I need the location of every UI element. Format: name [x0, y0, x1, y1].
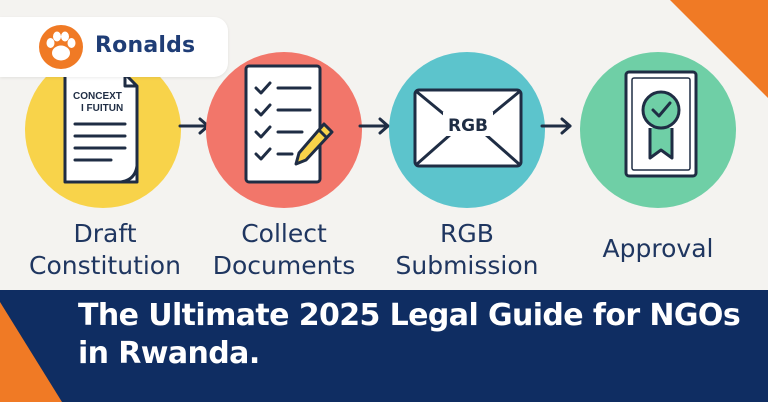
orange-corner-bottom-left	[0, 302, 62, 402]
paw-logo-icon	[39, 25, 83, 69]
step-label-line2: Submission	[395, 251, 539, 280]
brand-name: Ronalds	[95, 33, 196, 58]
step-label-rgb-submission: RGB Submission	[372, 218, 562, 282]
step-collect-documents-circle	[206, 52, 362, 208]
document-heading-line2: I FUITUN	[81, 103, 123, 114]
envelope-icon: RGB	[413, 88, 523, 168]
step-label-line1: Collect	[241, 219, 327, 248]
headline-banner	[0, 290, 768, 402]
arrow-right-icon	[540, 117, 572, 135]
step-label-collect-documents: Collect Documents	[190, 218, 378, 282]
step-draft-constitution-circle: CONCEXT I FUITUN	[25, 52, 181, 208]
document-icon: CONCEXT I FUITUN	[63, 72, 139, 184]
page-title: The Ultimate 2025 Legal Guide for NGOs i…	[78, 297, 758, 373]
arrow-right-icon	[358, 117, 390, 135]
pen-icon	[294, 122, 334, 166]
envelope-rgb-text: RGB	[448, 116, 488, 136]
brand-logo-card[interactable]: Ronalds	[0, 17, 228, 77]
step-label-line1: Approval	[602, 234, 714, 263]
step-approval-circle	[580, 52, 736, 208]
step-label-line2: Constitution	[29, 251, 181, 280]
certificate-icon	[624, 70, 698, 178]
step-label-line1: RGB	[440, 219, 494, 248]
step-rgb-submission-circle: RGB	[389, 52, 545, 208]
page-title-line2: in Rwanda.	[78, 336, 260, 371]
step-label-approval: Approval	[563, 233, 753, 265]
step-label-line1: Draft	[73, 219, 137, 248]
page-title-line1: The Ultimate 2025 Legal Guide for NGOs	[78, 298, 741, 333]
document-heading-line1: CONCEXT	[73, 91, 122, 102]
step-label-line2: Documents	[212, 251, 356, 280]
checklist-icon	[244, 64, 334, 184]
step-label-draft-constitution: Draft Constitution	[10, 218, 200, 282]
